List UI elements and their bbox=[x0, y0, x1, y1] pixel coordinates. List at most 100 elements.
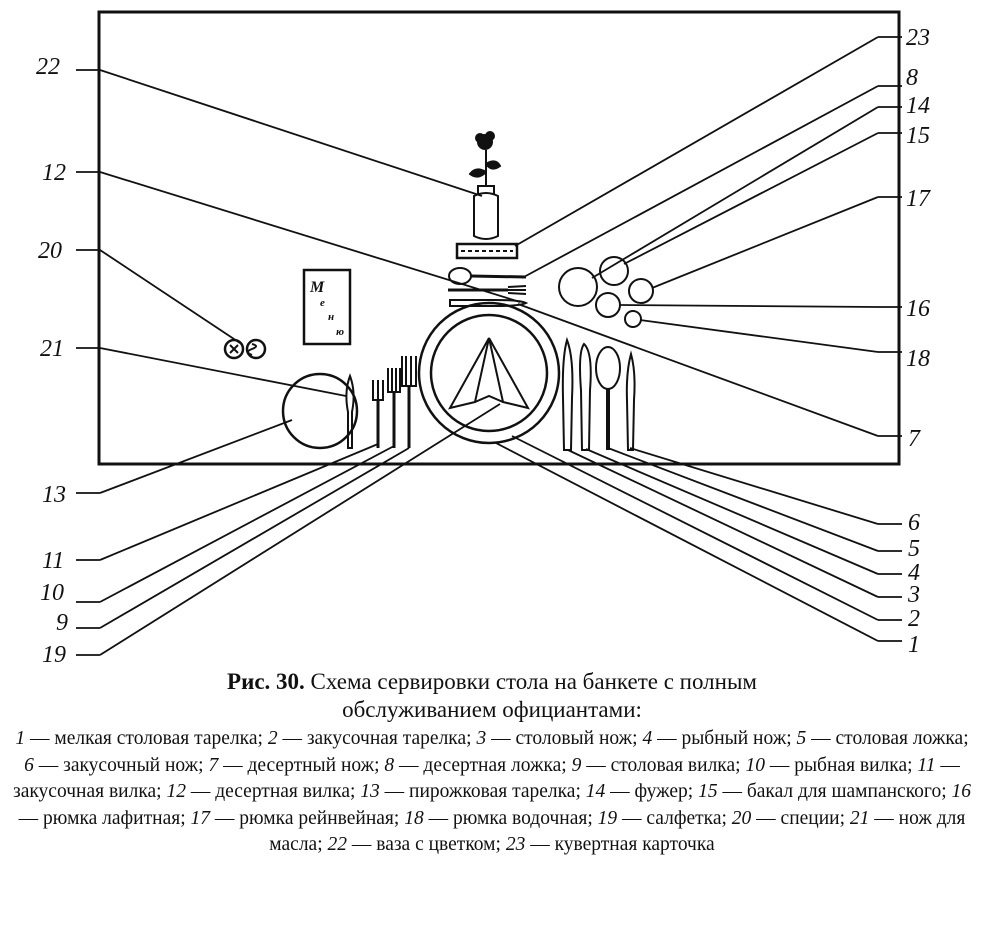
vase-with-flower bbox=[468, 131, 502, 240]
legend-dash: — bbox=[347, 834, 377, 855]
wine-goblet bbox=[558, 267, 598, 307]
fish-fork bbox=[387, 368, 401, 448]
legend-item: 14 — фужер; bbox=[586, 781, 698, 802]
table-knife bbox=[561, 336, 574, 451]
legend-item: 19 — салфетка; bbox=[598, 808, 732, 829]
legend-dash: — bbox=[935, 754, 960, 776]
spices bbox=[223, 338, 267, 360]
legend-dash: — bbox=[751, 807, 781, 829]
legend-separator: ; bbox=[317, 834, 328, 855]
legend-number: 9 bbox=[571, 754, 582, 776]
callout-7: 7 bbox=[908, 426, 921, 452]
legend-number: 2 bbox=[267, 728, 278, 749]
legend-separator: ; bbox=[495, 834, 506, 855]
leader-lines bbox=[76, 36, 902, 656]
menu-letter-3: н bbox=[328, 311, 334, 323]
legend: 1 — мелкая столовая тарелка; 2 — закусоч… bbox=[10, 726, 974, 859]
legend-number: 3 bbox=[476, 728, 487, 749]
legend-number: 10 bbox=[745, 754, 765, 776]
legend-item: 8 — десертная ложка; bbox=[384, 755, 571, 776]
figure-label: Рис. 30. bbox=[227, 669, 305, 694]
legend-item: 18 — рюмка водочная; bbox=[404, 808, 597, 829]
fish-knife bbox=[579, 342, 592, 451]
legend-dash: — bbox=[605, 781, 635, 802]
callout-5: 5 bbox=[908, 536, 920, 562]
callout-8: 8 bbox=[906, 65, 918, 91]
legend-separator: ; bbox=[839, 807, 850, 829]
menu-letter-1: М bbox=[309, 279, 325, 296]
dinner-plate bbox=[417, 301, 561, 445]
napkin bbox=[448, 337, 530, 410]
legend-text: специи bbox=[780, 807, 840, 829]
legend-separator: ; bbox=[374, 754, 385, 776]
legend-number: 20 bbox=[731, 807, 752, 829]
legend-item: 5 — столовая ложка; bbox=[797, 728, 969, 749]
legend-number: 4 bbox=[642, 728, 653, 749]
legend-text: столовый нож bbox=[515, 728, 633, 749]
legend-text: мелкая столовая тарелка bbox=[54, 728, 258, 749]
callout-6: 6 bbox=[908, 510, 920, 536]
legend-dash: — bbox=[379, 781, 410, 802]
legend-text: десертная ложка bbox=[423, 754, 562, 776]
legend-item: 10 — рыбная вилка; bbox=[745, 755, 917, 776]
legend-separator: ; bbox=[735, 754, 746, 776]
legend-item: 4 — рыбный нож; bbox=[642, 728, 796, 749]
legend-item: 3 — столовый нож; bbox=[476, 728, 642, 749]
legend-item: 15 — бакал для шампанского; bbox=[698, 781, 951, 802]
place-card bbox=[455, 242, 519, 260]
legend-dash: — bbox=[33, 754, 64, 776]
legend-separator: ; bbox=[466, 728, 477, 749]
legend-item: 23 — кувертная карточка bbox=[506, 834, 715, 855]
appetizer-fork bbox=[372, 380, 384, 448]
legend-dash: — bbox=[806, 728, 836, 749]
legend-separator: ; bbox=[561, 754, 572, 776]
legend-number: 18 bbox=[404, 807, 424, 829]
callout-13: 13 bbox=[42, 482, 66, 508]
lafitte-glass bbox=[595, 292, 621, 318]
legend-item: 22 — ваза с цветком; bbox=[328, 834, 506, 855]
caption-title: Рис. 30. Схема сервировки стола на банке… bbox=[10, 668, 974, 724]
legend-separator: ; bbox=[257, 728, 268, 749]
legend-dash: — bbox=[486, 728, 516, 749]
table-setting-diagram: М е н ю 22 12 20 21 13 11 10 9 19 23 8 1… bbox=[36, 10, 931, 668]
legend-text: ваза с цветком bbox=[376, 834, 496, 855]
legend-dash: — bbox=[218, 754, 248, 776]
pie-plate bbox=[281, 372, 359, 450]
callout-16: 16 bbox=[906, 296, 930, 322]
legend-dash: — bbox=[764, 754, 795, 776]
callout-2: 2 bbox=[908, 606, 920, 632]
callout-15: 15 bbox=[906, 123, 930, 149]
legend-dash: — bbox=[869, 807, 899, 829]
legend-text: столовая ложка bbox=[835, 728, 964, 749]
menu-letter-2: е bbox=[320, 297, 325, 309]
legend-item: 9 — столовая вилка; bbox=[572, 755, 746, 776]
legend-text: кувертная карточка bbox=[554, 834, 715, 855]
legend-number: 8 bbox=[384, 754, 395, 776]
legend-separator: ; bbox=[632, 728, 643, 749]
legend-text: рыбная вилка bbox=[794, 754, 908, 776]
legend-separator: ; bbox=[721, 807, 732, 829]
legend-number: 6 bbox=[24, 754, 34, 776]
legend-text: рюмка водочная bbox=[452, 807, 588, 829]
butter-knife bbox=[345, 373, 355, 449]
legend-number: 11 bbox=[917, 754, 936, 776]
legend-number: 15 bbox=[698, 781, 718, 802]
legend-separator: ; bbox=[941, 781, 952, 802]
legend-text: нож для масла bbox=[269, 807, 966, 856]
callout-17: 17 bbox=[906, 186, 931, 212]
legend-text: закусочная тарелка bbox=[306, 728, 467, 749]
legend-number: 1 bbox=[15, 728, 26, 749]
legend-item: 20 — специи; bbox=[732, 808, 850, 829]
legend-text: рюмка лафитная bbox=[43, 807, 181, 829]
callout-1: 1 bbox=[908, 632, 920, 658]
callout-14: 14 bbox=[906, 93, 930, 119]
table-spoon bbox=[595, 346, 621, 450]
legend-separator: ; bbox=[786, 728, 797, 749]
legend-dash: — bbox=[25, 728, 55, 749]
legend-text: закусочный нож bbox=[63, 754, 199, 776]
legend-number: 19 bbox=[597, 807, 618, 829]
legend-dash: — bbox=[210, 807, 240, 829]
legend-separator: ; bbox=[393, 807, 405, 829]
legend-item: 21 — нож для масла; bbox=[269, 808, 965, 856]
